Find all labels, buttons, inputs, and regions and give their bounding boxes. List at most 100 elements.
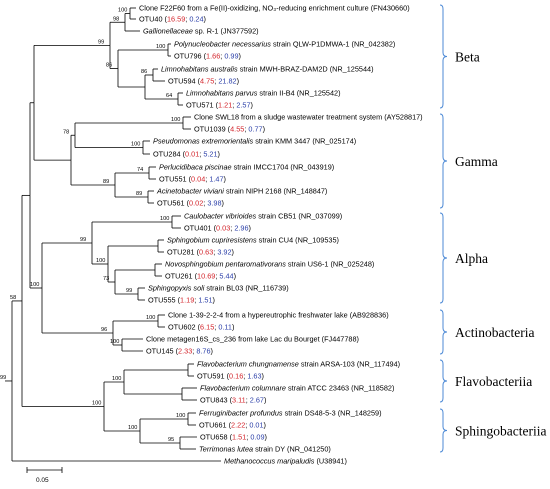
paren-open: ( <box>225 372 230 381</box>
paren-open: ( <box>196 323 201 332</box>
leaf-strain: strain MWH-BRAZ-DAM2D <box>238 65 328 74</box>
leaf-name: OTU591 <box>197 372 225 381</box>
leaf-name: OTU1039 <box>194 125 226 134</box>
leaf-name: Clone SWL18 from a sludge wastewater tre… <box>194 113 382 122</box>
value-separator: ; <box>214 77 218 86</box>
bootstrap-value: 100 <box>128 425 137 431</box>
leaf-strain: strain ATCC 23463 <box>286 384 349 393</box>
leaf-name: Caulobacter vibrioides <box>184 212 257 221</box>
bootstrap-value: 100 <box>30 282 39 288</box>
group-bracket <box>439 408 448 453</box>
bootstrap-value: 100 <box>171 117 180 123</box>
bootstrap-value: 100 <box>176 413 185 419</box>
leaf-label: Ferruginibacter profundus strain DS48-5-… <box>199 409 382 418</box>
leaf-accession: (NR_148259) <box>336 409 382 418</box>
leaf-name: Clone metagen16S_cs_236 from lake Lac du… <box>146 335 320 344</box>
paren-close: ) <box>211 347 213 356</box>
leaf-label: OTU591 (0.16; 1.63) <box>197 372 264 381</box>
bootstrap-value: 100 <box>160 216 169 222</box>
leaf-name: OTU261 <box>165 272 193 281</box>
leaf-label: Sphingopyxis soli strain BL03 (NR_116739… <box>148 284 289 293</box>
leaf-strain: strain II-B4 <box>257 89 294 98</box>
value-separator: ; <box>192 347 196 356</box>
value-separator: ; <box>199 150 203 159</box>
leaf-accession: (NR_109535) <box>293 236 339 245</box>
paren-close: ) <box>232 323 234 332</box>
bootstrap-value: 78 <box>63 129 69 135</box>
bootstrap-value: 99 <box>126 288 132 294</box>
leaf-name: Clone F22F60 from a Fe(II)-oxidizing, NO… <box>139 4 369 13</box>
abundance-value-a: 1.21 <box>218 101 232 110</box>
leaf-labels: Clone F22F60 from a Fe(II)-oxidizing, NO… <box>139 4 423 466</box>
abundance-value-b: 0.99 <box>224 52 238 61</box>
bootstrap-value: 100 <box>146 315 155 321</box>
value-separator: ; <box>230 224 234 233</box>
abundance-value-b: 0.24 <box>189 15 203 24</box>
leaf-label: Clone 1-39-2-2-4 from a hypereutrophic f… <box>168 311 389 320</box>
paren-open: ( <box>226 125 231 134</box>
paren-open: ( <box>214 101 219 110</box>
leaf-name: Sphingopyxis soli <box>148 284 205 293</box>
leaf-label: OTU561 (0.02; 3.98) <box>157 199 224 208</box>
abundance-value-b: 21.82 <box>218 77 236 86</box>
bootstrap-value: 99 <box>98 39 104 45</box>
leaf-accession: (U38941) <box>314 457 346 466</box>
leaf-label: Perlucidibaca piscinae strain IMCC1704 (… <box>159 163 334 172</box>
leaf-strain: strain NIPH 2168 <box>224 187 282 196</box>
leaf-accession: (FJ447788) <box>320 335 359 344</box>
leaf-label: OTU602 (6.15; 0.11) <box>168 323 234 332</box>
bootstrap-value: 100 <box>156 44 165 50</box>
leaf-label: Clone metagen16S_cs_236 from lake Lac du… <box>146 335 359 344</box>
bootstrap-value: 100 <box>110 339 119 345</box>
abundance-value-a: 0.01 <box>185 150 199 159</box>
leaf-name: OTU145 <box>146 347 174 356</box>
leaf-strain: strain BL03 <box>204 284 243 293</box>
paren-close: ) <box>222 199 224 208</box>
bootstrap-value: 96 <box>101 327 107 333</box>
leaf-label: OTU796 (1.66; 0.99) <box>174 52 241 61</box>
paren-open: ( <box>174 347 179 356</box>
paren-open: ( <box>176 296 181 305</box>
abundance-value-b: 1.47 <box>209 175 223 184</box>
leaf-name: OTU284 <box>153 150 181 159</box>
value-separator: ; <box>243 372 247 381</box>
paren-open: ( <box>195 248 200 257</box>
bootstrap-value: 89 <box>103 179 109 185</box>
abundance-value-a: 1.19 <box>180 296 194 305</box>
abundance-value-b: 2.67 <box>250 396 264 405</box>
leaf-label: Terrimonas lutea strain DY (NR_041250) <box>199 445 331 454</box>
bootstrap-value: 100 <box>92 401 101 407</box>
leaf-accession: (FN430660) <box>369 4 410 13</box>
leaf-label: OTU843 (3.11; 2.67) <box>200 396 266 405</box>
leaf-accession: (NR_043919) <box>288 163 334 172</box>
bootstrap-value: 99 <box>80 237 86 243</box>
abundance-value-a: 10.69 <box>197 272 215 281</box>
leaf-name: Polynucleobacter necessarius <box>174 40 271 49</box>
paren-close: ) <box>234 272 236 281</box>
leaf-label: OTU145 (2.33; 8.76) <box>146 347 213 356</box>
value-separator: ; <box>205 175 209 184</box>
group-bracket <box>439 359 448 403</box>
value-separator: ; <box>246 433 250 442</box>
leaf-name: OTU594 <box>168 77 196 86</box>
paren-close: ) <box>218 150 220 159</box>
leaf-accession: (NR_025248) <box>328 260 374 269</box>
leaf-name: OTU281 <box>167 248 195 257</box>
paren-close: ) <box>264 396 266 405</box>
paren-close: ) <box>249 224 251 233</box>
bootstrap-value: 100 <box>96 258 105 264</box>
leaf-label: OTU284 (0.01; 5.21) <box>153 150 220 159</box>
abundance-value-b: 3.98 <box>207 199 221 208</box>
leaf-label: Sphingobium cupriresistens strain CU4 (N… <box>167 236 339 245</box>
leaf-strain: strain CU4 <box>257 236 294 245</box>
leaf-name: Sphingobium cupriresistens <box>167 236 257 245</box>
bootstrap-value: 95 <box>168 437 174 443</box>
value-separator: ; <box>215 272 219 281</box>
bootstrap-value: 89 <box>136 191 142 197</box>
leaf-name: OTU561 <box>157 199 185 208</box>
bootstrap-value: 100 <box>112 376 121 382</box>
group-label: Flavobacteriia <box>455 374 532 389</box>
leaf-name: OTU555 <box>148 296 176 305</box>
leaf-label: OTU551 (0.04; 1.47) <box>159 175 226 184</box>
leaf-name: Gallionellaceae <box>143 27 193 36</box>
